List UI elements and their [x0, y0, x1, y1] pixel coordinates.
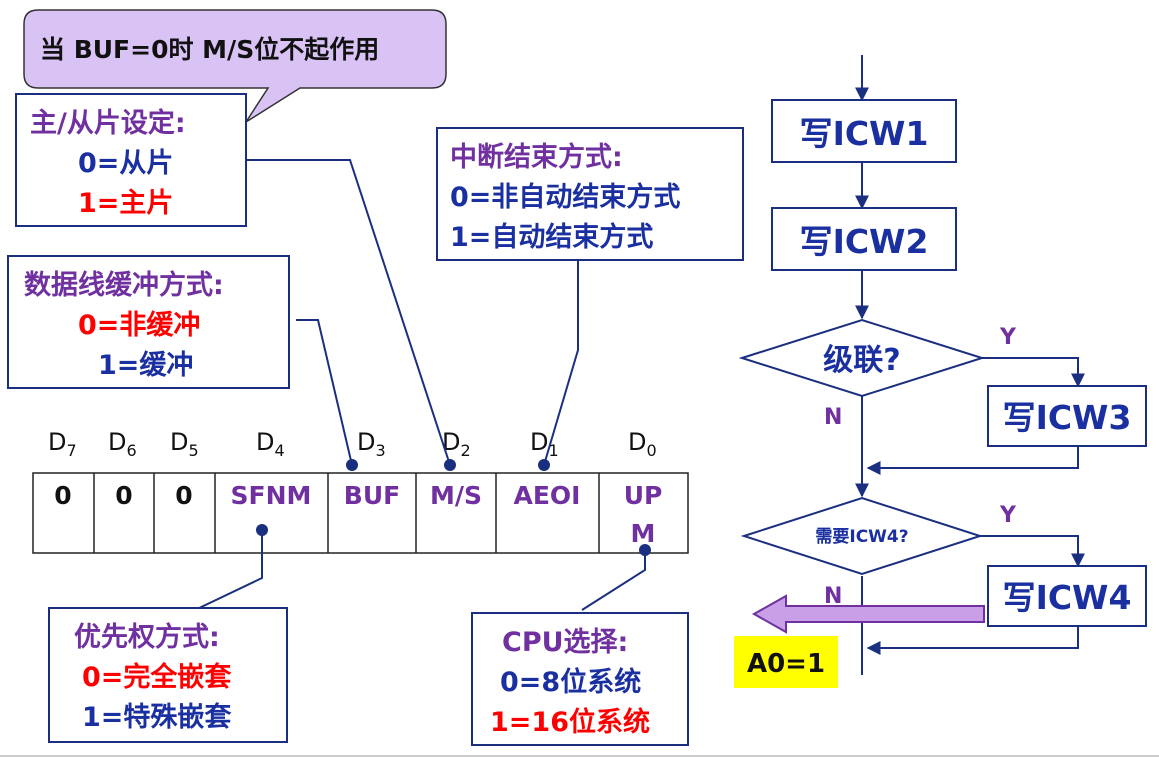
connector-lines	[194, 159, 651, 611]
flow-no-label-2: N	[824, 584, 842, 609]
bit-label-d6: D6	[108, 428, 137, 460]
bit-label-d4: D4	[256, 428, 285, 460]
flow-left-arrow	[751, 594, 985, 634]
connector-buf	[296, 319, 353, 466]
connector-upm	[581, 550, 646, 611]
prio-title: 优先权方式:	[74, 621, 220, 653]
connector-aeoi	[543, 260, 579, 466]
flowchart: 写ICW1 写ICW2 级联? 写ICW3 需要ICW4? 写ICW4 Y N …	[734, 55, 1147, 688]
flow-diamond-need-icw4	[740, 496, 984, 576]
bit-value-d6: 0	[115, 481, 132, 510]
cpu-title: CPU选择:	[502, 627, 628, 658]
a0-label: A0=1	[747, 649, 825, 679]
eoi-line1: 1=自动结束方式	[450, 221, 653, 253]
flow-box-icw1	[771, 99, 957, 163]
eoi-line0: 0=非自动结束方式	[450, 181, 680, 213]
ms-setting-box: 主/从片设定: 0=从片 1=主片	[15, 93, 247, 227]
buf-line1: 1=缓冲	[98, 350, 193, 381]
connector-dot-aeoi	[538, 459, 550, 471]
bit-label-d1: D1	[530, 428, 559, 460]
flow-icw4-label: 写ICW4	[1003, 578, 1132, 617]
flow-icw3-label: 写ICW3	[1003, 398, 1132, 437]
cpu-select-box: CPU选择: 0=8位系统 1=16位系统	[471, 612, 689, 746]
ms-line0: 0=从片	[78, 148, 173, 179]
flow-icw1-label: 写ICW1	[800, 114, 929, 153]
ms-line1: 1=主片	[78, 188, 173, 219]
bit-value-d4: SFNM	[231, 481, 312, 510]
flow-box-icw4	[987, 565, 1147, 627]
connector-dot-ms	[444, 459, 456, 471]
connector-dot-buf	[346, 459, 358, 471]
flow-yes-label-2: Y	[999, 503, 1017, 528]
bit-value-d5: 0	[175, 481, 192, 510]
bit-value-d0-line1: UP	[624, 481, 663, 510]
flow-icw2-label: 写ICW2	[800, 222, 929, 261]
bit-value-d3: BUF	[344, 481, 400, 510]
connector-dot-upm	[639, 544, 651, 556]
ms-title: 主/从片设定:	[30, 107, 186, 139]
a0-highlight	[734, 636, 838, 688]
bit-label-d7: D7	[48, 428, 77, 460]
bit-value-d1: AEOI	[514, 481, 581, 510]
flow-yes-label-1: Y	[999, 325, 1017, 350]
prio-line1: 1=特殊嵌套	[82, 702, 231, 733]
eoi-title: 中断结束方式:	[450, 141, 623, 173]
bit-label-d5: D5	[170, 428, 199, 460]
bit-label-d0: D0	[628, 428, 657, 460]
connector-dot-sfnm	[256, 524, 268, 536]
register-row: 0 0 0 SFNM BUF M/S AEOI UP M	[32, 472, 689, 554]
buf-line0: 0=非缓冲	[78, 310, 200, 341]
connector-ms	[246, 159, 451, 466]
bit-value-d2: M/S	[430, 481, 482, 510]
buffer-mode-box: 数据线缓冲方式: 0=非缓冲 1=缓冲	[7, 255, 290, 389]
flow-box-icw3	[987, 385, 1147, 447]
connector-sfnm	[194, 530, 263, 611]
bit-label-d3: D3	[357, 428, 386, 460]
prio-line0: 0=完全嵌套	[82, 661, 231, 693]
register-bit-labels: D7 D6 D5 D4 D3 D2 D1 D0	[48, 428, 657, 460]
bit-label-d2: D2	[442, 428, 471, 460]
flow-box-icw2	[771, 207, 957, 271]
eoi-mode-box: 中断结束方式: 0=非自动结束方式 1=自动结束方式	[436, 127, 744, 261]
buf-title: 数据线缓冲方式:	[24, 269, 224, 301]
callout-bubble: 当 BUF=0时 M/S位不起作用	[23, 9, 447, 123]
priority-mode-box: 优先权方式: 0=完全嵌套 1=特殊嵌套	[48, 607, 288, 743]
flow-diamond-cascade	[738, 318, 986, 398]
flow-need-icw4-label: 需要ICW4?	[815, 527, 908, 547]
flow-no-label-1: N	[824, 405, 842, 430]
bit-value-d7: 0	[54, 481, 71, 510]
bit-value-d0-line2: M	[631, 519, 656, 548]
callout-text: 当 BUF=0时 M/S位不起作用	[40, 35, 379, 64]
flow-cascade-label: 级联?	[823, 343, 900, 378]
cpu-line0: 0=8位系统	[500, 666, 641, 698]
cpu-line1: 1=16位系统	[490, 706, 650, 738]
